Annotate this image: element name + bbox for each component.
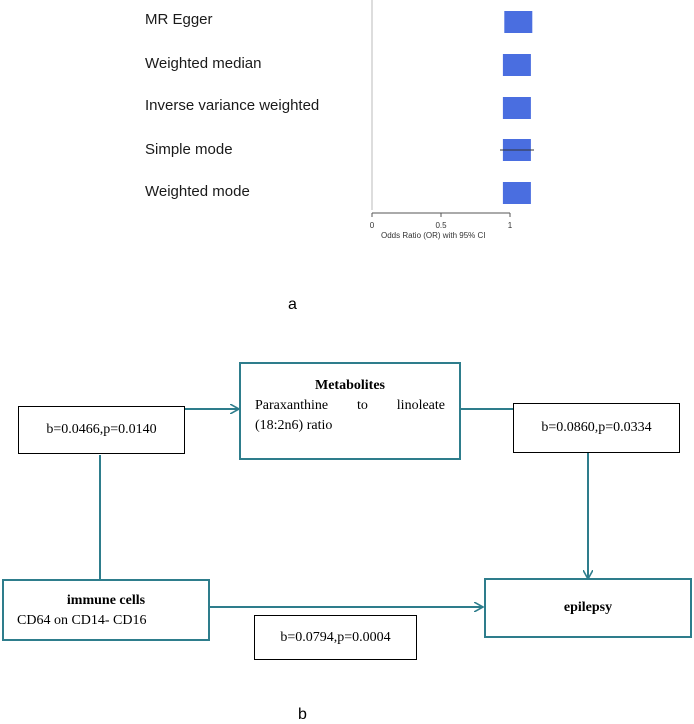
metabolites-line2: (18:2n6) ratio [255, 418, 333, 433]
immune-cells-box: immune cells CD64 on CD14- CD16 [2, 579, 210, 641]
epilepsy-box: epilepsy [484, 578, 692, 638]
x-tick-label-05: 0.5 [435, 221, 447, 230]
immune-cells-subtitle: CD64 on CD14- CD16 [17, 613, 147, 628]
panel-label-a: a [288, 296, 297, 313]
or-box-weighted-median [502, 54, 531, 76]
method-label-weighted-mode: Weighted mode [145, 183, 250, 200]
method-label-simple-mode: Simple mode [145, 141, 233, 158]
metabolites-box: Metabolites Paraxanthine to linoleate (1… [239, 362, 461, 460]
or-box-weighted-mode [502, 182, 531, 204]
metabolites-title: Metabolites [315, 378, 385, 393]
or-box-ivw [502, 97, 531, 119]
stat-box-left: b=0.0466,p=0.0140 [18, 406, 185, 454]
x-axis-title: Odds Ratio (OR) with 95% CI [381, 231, 486, 240]
method-label-weighted-median: Weighted median [145, 55, 262, 72]
method-label-ivw: Inverse variance weighted [145, 97, 320, 114]
x-tick-label-0: 0 [369, 221, 375, 230]
forest-plot-svg [371, 0, 534, 217]
metabolites-line1: Paraxanthine to linoleate [255, 398, 445, 413]
stat-box-right: b=0.0860,p=0.0334 [513, 403, 680, 453]
immune-cells-title: immune cells [66, 593, 146, 608]
epilepsy-title: epilepsy [563, 600, 613, 615]
or-box-mr-egger [504, 11, 533, 33]
panel-label-b: b [298, 706, 307, 723]
stat-box-bottom: b=0.0794,p=0.0004 [254, 615, 417, 660]
x-tick-label-1: 1 [507, 221, 513, 230]
method-label-mr-egger: MR Egger [145, 11, 213, 28]
